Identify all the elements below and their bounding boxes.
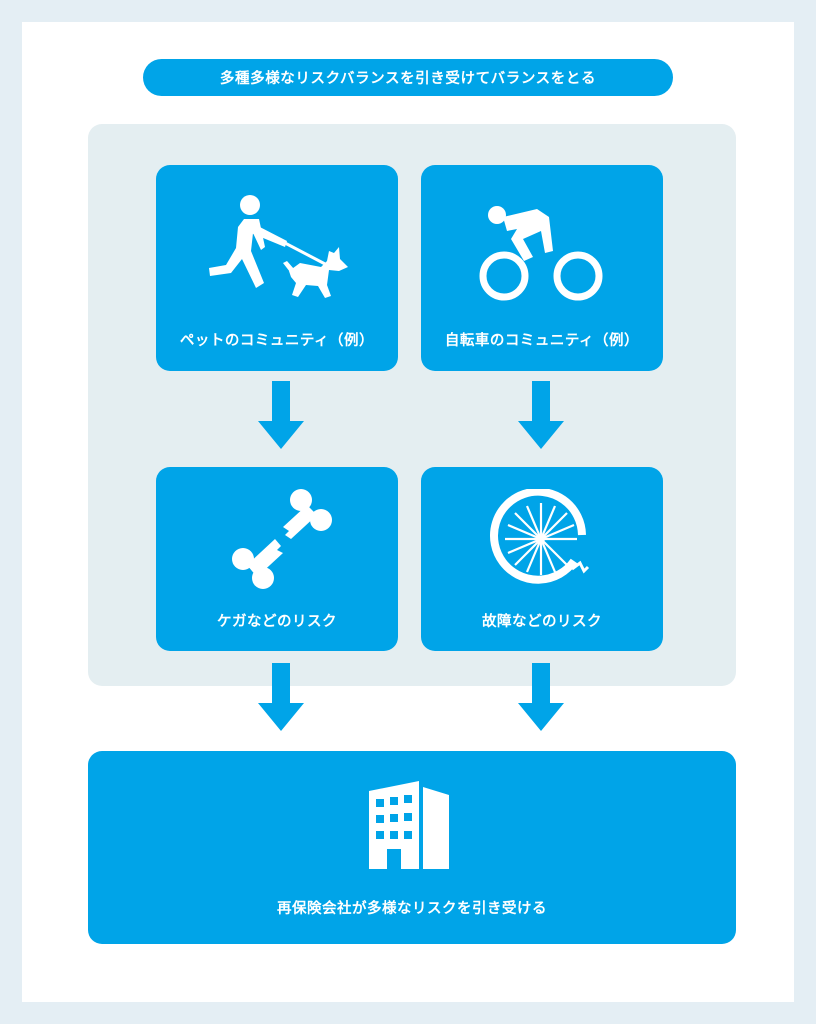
- down-arrow-pet: [258, 381, 304, 449]
- office-building-icon: [369, 781, 449, 869]
- pet-community-card: ペットのコミュニティ（例）: [156, 165, 398, 371]
- bicycle-community-card: 自転車のコミュニティ（例）: [421, 165, 663, 371]
- reinsurer-card: 再保険会社が多様なリスクを引き受ける: [88, 751, 736, 944]
- injury-risk-card: ケガなどのリスク: [156, 467, 398, 651]
- down-arrow-breakdown: [518, 663, 564, 731]
- cyclist-icon: [479, 206, 603, 301]
- down-arrow-injury: [258, 663, 304, 731]
- person-walking-dog-icon: [209, 195, 348, 298]
- pet-community-label: ペットのコミュニティ（例）: [179, 333, 375, 349]
- injury-risk-label: ケガなどのリスク: [217, 614, 337, 630]
- reinsurer-label: 再保険会社が多様なリスクを引き受ける: [277, 901, 547, 917]
- diagram-title: 多種多様なリスクバランスを引き受けてバランスをとる: [143, 59, 673, 96]
- bicycle-community-label: 自転車のコミュニティ（例）: [444, 333, 640, 349]
- breakdown-risk-card: 故障などのリスク: [421, 467, 663, 651]
- breakdown-risk-label: 故障などのリスク: [482, 614, 602, 630]
- broken-bone-icon: [232, 489, 332, 589]
- broken-wheel-icon: [490, 489, 590, 584]
- down-arrow-bicycle: [518, 381, 564, 449]
